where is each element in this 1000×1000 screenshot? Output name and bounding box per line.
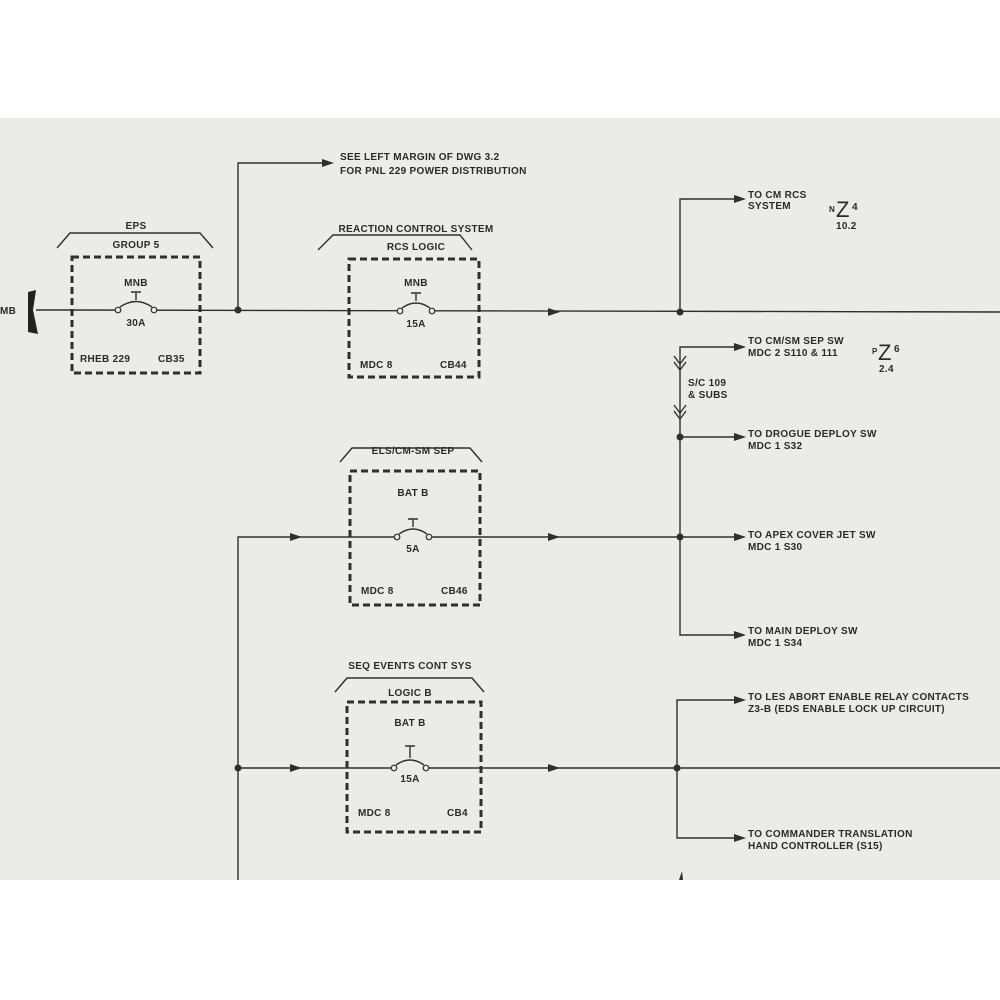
dest-main-deploy-2: MDC 1 S34 xyxy=(748,638,803,649)
circuit-breaker-icon xyxy=(114,291,158,314)
panel: MDC 8 xyxy=(358,808,391,819)
bus-name: BAT B xyxy=(394,718,425,729)
dest-apex: TO APEX COVER JET SW xyxy=(748,530,876,541)
sequential-distribution-wire xyxy=(679,346,740,636)
cb-number: CB4 xyxy=(447,808,468,819)
connector-note: S/C 109 xyxy=(688,378,726,389)
connector-chevron-icon xyxy=(673,355,687,421)
wire-to-pnl229 xyxy=(237,162,322,310)
cb-number: CB35 xyxy=(158,354,185,365)
svg-text:6: 6 xyxy=(894,344,900,355)
breaker-cb44: REACTION CONTROL SYSTEM RCS LOGIC MNB 15… xyxy=(317,224,493,379)
dest-les-abort-2: Z3-B (EDS ENABLE LOCK UP CIRCUIT) xyxy=(748,704,945,715)
svg-text:P: P xyxy=(872,347,878,356)
svg-text:4: 4 xyxy=(852,202,858,213)
system-label: REACTION CONTROL SYSTEM xyxy=(338,224,493,235)
dest-drogue-2: MDC 1 S32 xyxy=(748,441,803,452)
note-line2: FOR PNL 229 POWER DISTRIBUTION xyxy=(340,166,527,177)
circuit-breaker-icon xyxy=(390,745,430,772)
note-line1: SEE LEFT MARGIN OF DWG 3.2 xyxy=(340,152,500,163)
group-label: GROUP 5 xyxy=(113,240,160,251)
breaker-cb35: EPS GROUP 5 MNB 30A RHEB 229 CB35 xyxy=(56,221,214,375)
cb-number: CB46 xyxy=(441,586,468,597)
bus-label: MB xyxy=(0,306,16,317)
dest-drogue: TO DROGUE DEPLOY SW xyxy=(748,429,877,440)
panel: MDC 8 xyxy=(361,586,394,597)
dest-main-deploy: TO MAIN DEPLOY SW xyxy=(748,626,858,637)
dest-cm-rcs-2: SYSTEM xyxy=(748,201,791,212)
bracket xyxy=(56,232,214,249)
bus-connector: MB xyxy=(0,290,72,334)
paper-sheet xyxy=(0,118,1000,880)
bracket xyxy=(317,234,473,251)
connector-note-2: & SUBS xyxy=(688,390,728,401)
system-label: EPS xyxy=(126,221,147,232)
zone-ref-n4: N Z 4 10.2 xyxy=(829,197,858,232)
bracket xyxy=(334,677,485,693)
breaker-cb46: ELS/CM-SM SEP BAT B 5A MDC 8 CB46 xyxy=(339,446,483,607)
breaker-cb4: SEQ EVENTS CONT SYS LOGIC B BAT B 15A MD… xyxy=(334,661,485,834)
bracket xyxy=(339,447,483,463)
rating: 15A xyxy=(406,319,425,330)
dest-commander-thc: TO COMMANDER TRANSLATION xyxy=(748,829,913,840)
circuit-breaker-icon xyxy=(393,518,433,541)
main-bus-wire xyxy=(71,309,1000,313)
dest-commander-thc-2: HAND CONTROLLER (S15) xyxy=(748,841,883,852)
circuit-breaker-icon xyxy=(396,292,436,315)
rating: 30A xyxy=(126,318,145,329)
panel: MDC 8 xyxy=(360,360,393,371)
panel: RHEB 229 xyxy=(80,354,130,365)
bus-name: MNB xyxy=(404,278,428,289)
zone-ref-p6: P Z 6 2.4 xyxy=(872,340,900,375)
svg-text:10.2: 10.2 xyxy=(836,221,857,232)
dest-cm-rcs: TO CM RCS xyxy=(748,190,807,201)
bus-name: MNB xyxy=(124,278,148,289)
rating: 15A xyxy=(400,774,419,785)
dest-cmsm-sep-2: MDC 2 S110 & 111 xyxy=(748,348,838,359)
les-branch-wire xyxy=(676,699,734,839)
dest-les-abort: TO LES ABORT ENABLE RELAY CONTACTS xyxy=(748,692,969,703)
svg-text:Z: Z xyxy=(836,197,850,222)
svg-text:Z: Z xyxy=(878,340,892,365)
system-label: ELS/CM-SM SEP xyxy=(372,446,455,457)
system-label: SEQ EVENTS CONT SYS xyxy=(348,661,472,672)
group-label: RCS LOGIC xyxy=(387,242,445,253)
svg-text:2.4: 2.4 xyxy=(879,364,894,375)
wire-cm-rcs xyxy=(679,198,734,312)
rating: 5A xyxy=(406,544,419,555)
group-label: LOGIC B xyxy=(388,688,432,699)
cb-number: CB44 xyxy=(440,360,467,371)
svg-text:N: N xyxy=(829,205,835,214)
bus-name: BAT B xyxy=(397,488,428,499)
dest-cmsm-sep: TO CM/SM SEP SW xyxy=(748,336,844,347)
dest-apex-2: MDC 1 S30 xyxy=(748,542,803,553)
